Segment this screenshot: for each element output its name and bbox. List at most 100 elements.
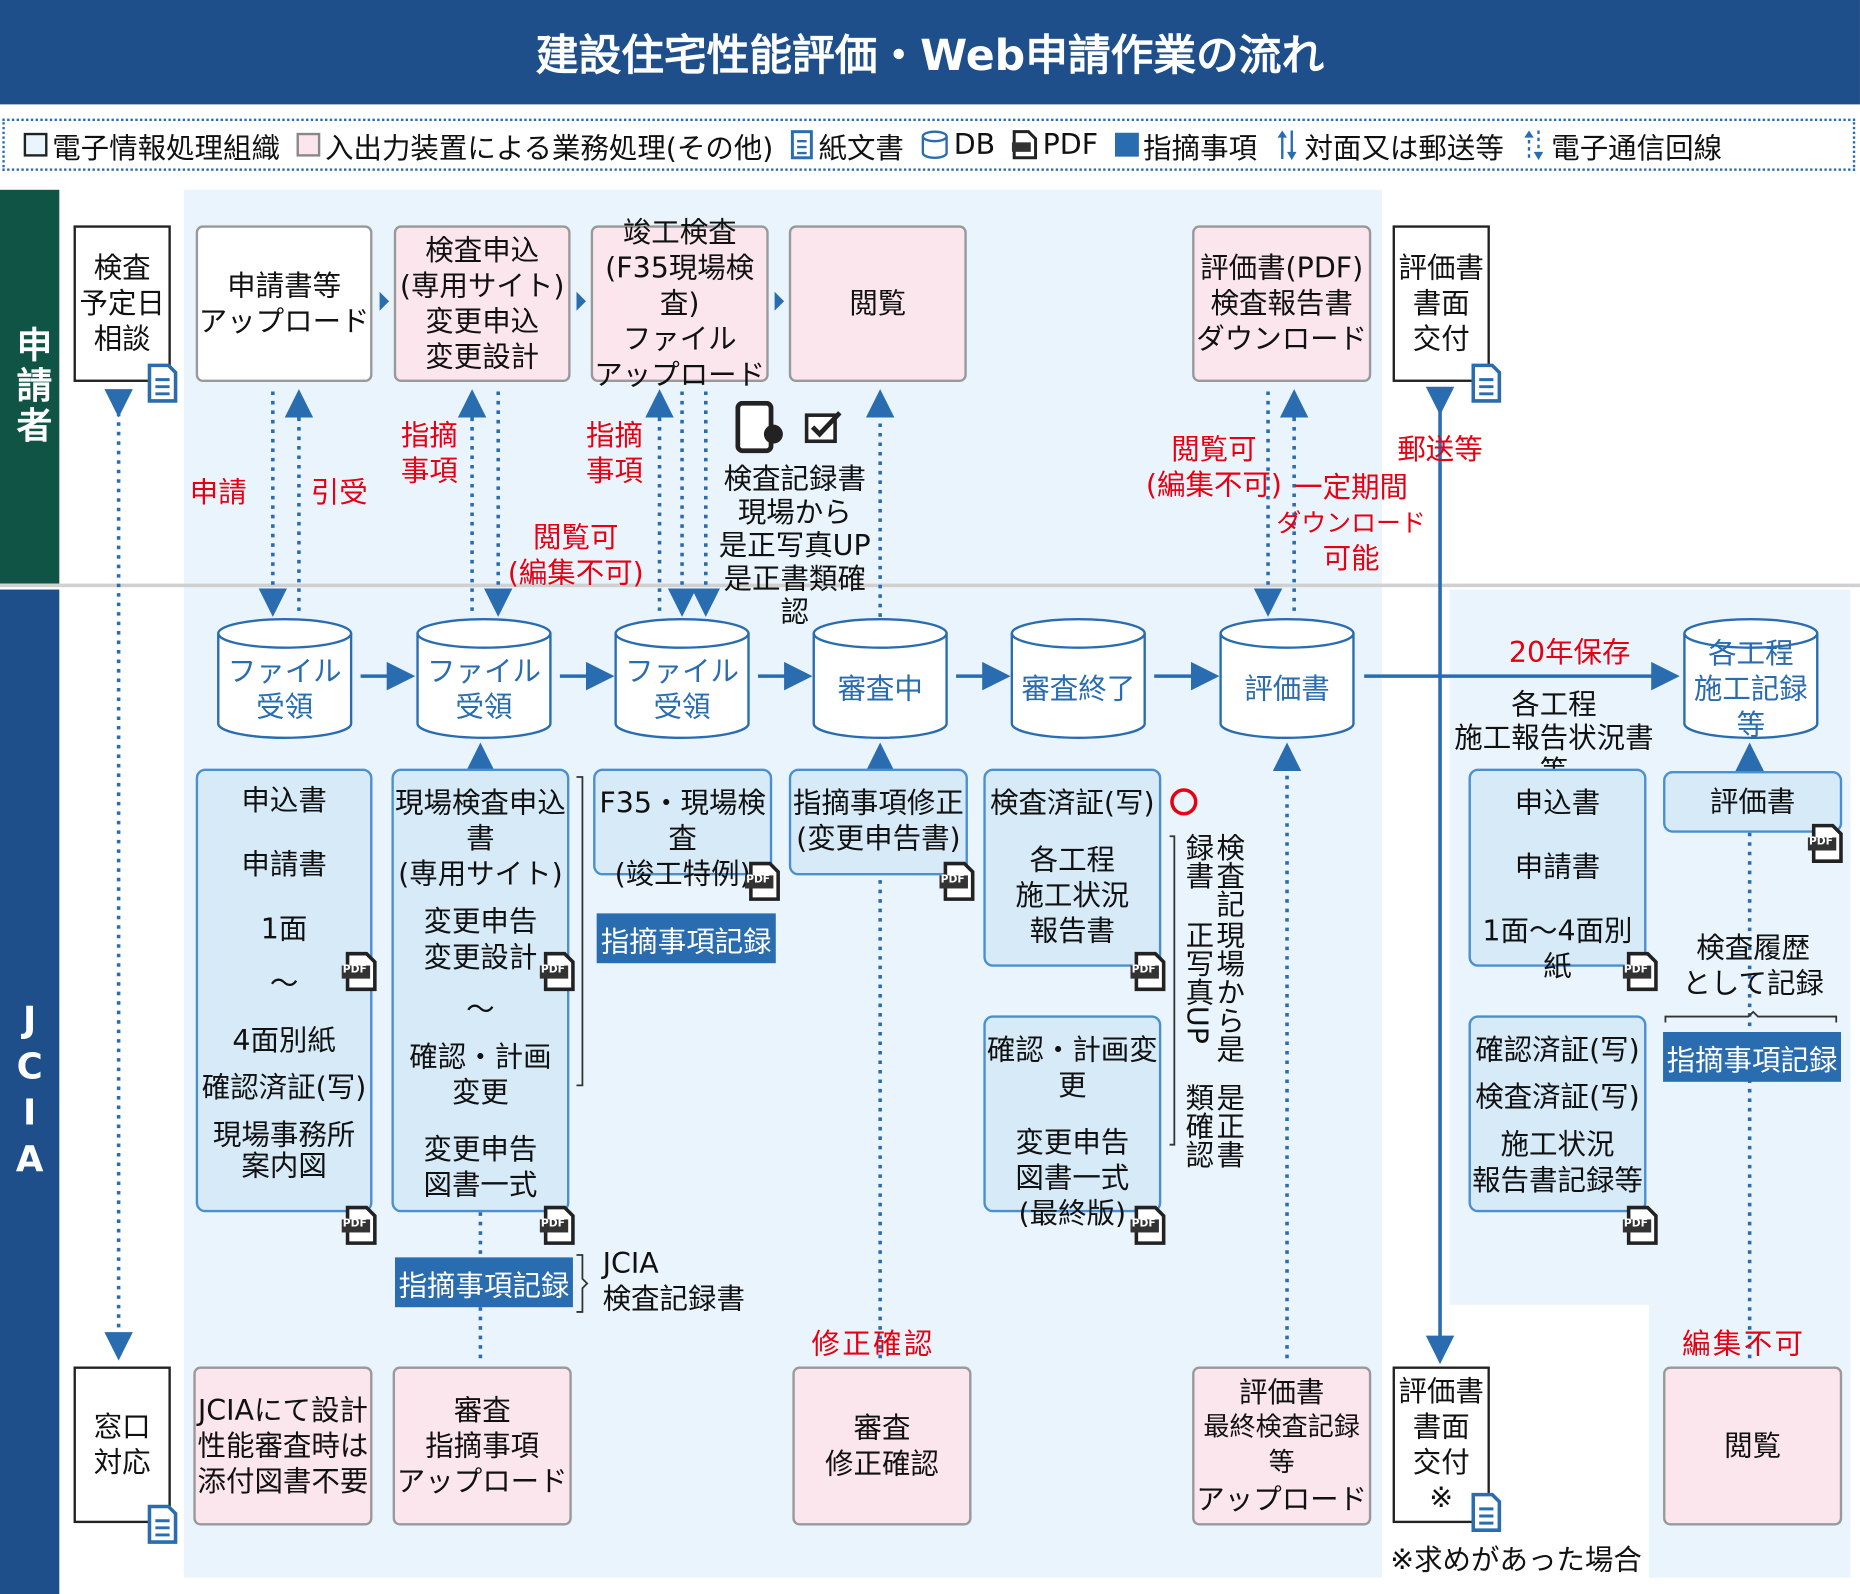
text: 1面～4面別紙 bbox=[1482, 914, 1633, 984]
text: アップロード bbox=[594, 358, 766, 392]
pdf-icon: PDF bbox=[1622, 1205, 1659, 1245]
tablet-icon bbox=[735, 400, 783, 454]
text: ファイル bbox=[622, 322, 737, 356]
label-keep-20-years: 20年保存 bbox=[1508, 635, 1631, 670]
database-icon bbox=[1219, 618, 1355, 739]
step-triangle-2 bbox=[576, 291, 586, 311]
solid-bidirectional-arrow-icon bbox=[1277, 130, 1297, 161]
pdf-icon: PDF bbox=[539, 951, 576, 992]
database-5: 審査終了 bbox=[1009, 617, 1147, 740]
brace-history bbox=[1664, 1010, 1838, 1023]
legend-io: 入出力装置による業務処理(その他) bbox=[325, 131, 774, 165]
database-icon bbox=[217, 618, 353, 739]
electronic-swatch-icon bbox=[23, 132, 48, 157]
text: 検査 bbox=[93, 251, 151, 285]
label-mail: 郵送等 bbox=[1397, 432, 1483, 467]
pdf-icon: PDF bbox=[744, 861, 781, 901]
text: 添付図書不要 bbox=[197, 1464, 369, 1499]
text: 審査 bbox=[853, 1411, 911, 1445]
text: 案内図 bbox=[241, 1149, 327, 1183]
text: 変更設計 bbox=[423, 940, 538, 974]
text: 竣工検査 bbox=[622, 215, 737, 250]
text: 報告書 bbox=[1029, 914, 1116, 948]
issue-record-tag-2: 指摘事項記録 bbox=[395, 1257, 573, 1308]
pdf-icon: PDF bbox=[341, 1205, 378, 1245]
bracket-vertical-note bbox=[1169, 835, 1176, 1146]
database-label: 審査中 bbox=[811, 648, 949, 731]
database-6: 評価書 bbox=[1218, 617, 1356, 740]
pdf-icon: PDF bbox=[1807, 823, 1844, 863]
paper-document-icon bbox=[147, 1504, 178, 1544]
review-upload-box: 審査指摘事項アップロード bbox=[392, 1366, 572, 1526]
text: (専用サイト) bbox=[398, 857, 563, 891]
pdf-icon: PDF bbox=[341, 951, 378, 992]
text: 是正書類確認 bbox=[1180, 1083, 1245, 1169]
text: 閲覧可 bbox=[1171, 432, 1257, 467]
text: 変更申告 bbox=[423, 1132, 538, 1167]
completion-inspection-box: 竣工検査(F35現場検査)ファイルアップロード bbox=[590, 216, 769, 391]
issue-record-tag-1: 指摘事項記録 bbox=[596, 913, 776, 964]
docs-box-completion-cert: 検査済証(写)各工程施工状況報告書 bbox=[983, 768, 1162, 967]
pdf-icon: PDF bbox=[1622, 951, 1659, 992]
issue-swatch-icon bbox=[1114, 132, 1139, 157]
paper-document-icon bbox=[1471, 1492, 1502, 1532]
text: (最終版) bbox=[1018, 1196, 1127, 1231]
pdf-badge: PDF bbox=[342, 964, 367, 977]
text: 指摘事項修正 bbox=[792, 786, 964, 820]
text: 交付 bbox=[1412, 322, 1470, 356]
final-view-box: 閲覧 bbox=[1663, 1366, 1843, 1526]
legend-line: 電子通信回線 bbox=[1551, 131, 1723, 165]
text: 検査済証(写) bbox=[990, 786, 1155, 820]
brace-record bbox=[576, 1254, 589, 1313]
label-issue-2: 指摘事項 bbox=[586, 418, 643, 489]
text: 事項 bbox=[400, 454, 458, 488]
text: 4面別紙 bbox=[232, 1023, 336, 1057]
inspection-apply-box: 検査申込(専用サイト)変更申込変更設計 bbox=[393, 225, 571, 382]
checkbox-icon bbox=[804, 411, 842, 444]
label-issue-1: 指摘事項 bbox=[401, 418, 458, 489]
text: として記録 bbox=[1682, 966, 1824, 1000]
text: (変更申告書) bbox=[796, 822, 961, 856]
text: 評価書 bbox=[1238, 1375, 1325, 1410]
legend-mail: 対面又は郵送等 bbox=[1304, 131, 1504, 165]
text: 検査履歴 bbox=[1696, 931, 1811, 965]
pdf-badge: PDF bbox=[342, 1218, 367, 1231]
text: 変更申込 bbox=[425, 304, 540, 339]
text: 指摘事項 bbox=[425, 1429, 540, 1463]
database-1: ファイル受領 bbox=[216, 617, 354, 740]
text: 受領 bbox=[256, 690, 314, 724]
text: 図書一式 bbox=[423, 1168, 538, 1202]
docs-box-archive-certs: 確認済証(写)検査済証(写)施工状況報告書記録等 bbox=[1468, 1015, 1647, 1213]
database-label: ファイル受領 bbox=[613, 648, 751, 731]
text: (竣工特例) bbox=[614, 857, 751, 891]
text: 検査記録書 bbox=[602, 1282, 745, 1316]
text: 各工程 bbox=[1029, 843, 1116, 877]
paper-document-icon bbox=[147, 363, 178, 403]
text: 評価書(PDF) bbox=[1200, 251, 1364, 285]
database-7: 各工程施工記録等 bbox=[1682, 617, 1820, 741]
text: 変更申告 bbox=[1015, 1125, 1130, 1159]
final-upload-box: 評価書最終検査記録等アップロード bbox=[1192, 1366, 1372, 1526]
text: 評価書 bbox=[1244, 672, 1330, 706]
text: 閲覧 bbox=[1724, 1429, 1782, 1463]
database-3: ファイル受領 bbox=[613, 617, 751, 740]
pdf-badge: PDF bbox=[1623, 1218, 1648, 1231]
pdf-icon: PDF bbox=[939, 861, 975, 901]
text: 各工程 bbox=[1708, 636, 1794, 671]
download-box: 評価書(PDF)検査報告書ダウンロード bbox=[1192, 225, 1372, 382]
database-label: 各工程施工記録等 bbox=[1682, 637, 1820, 741]
pdf-badge: PDF bbox=[940, 874, 965, 887]
text: 現場から bbox=[737, 495, 852, 530]
text: 検査報告書 bbox=[1210, 287, 1353, 321]
lane-divider bbox=[0, 583, 1860, 588]
view-box: 閲覧 bbox=[788, 225, 967, 382]
label-download-period: 一定期間ダウンロード可能 bbox=[1276, 470, 1425, 577]
text: (F35現場検査) bbox=[605, 251, 755, 321]
text: ファイル bbox=[227, 654, 342, 688]
pdf-badge: PDF bbox=[1808, 836, 1833, 849]
database-icon bbox=[416, 618, 552, 739]
database-2: ファイル受領 bbox=[415, 617, 553, 740]
